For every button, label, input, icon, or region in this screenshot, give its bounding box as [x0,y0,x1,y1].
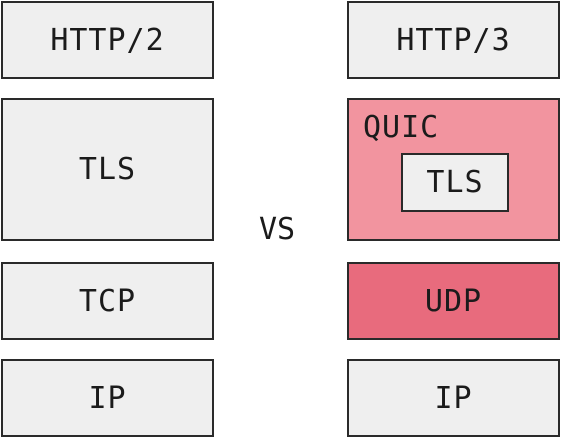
layer-tls-in-quic: TLS [401,153,509,212]
layer-ip-right: IP [347,359,560,437]
layer-ip-right-label: IP [434,380,473,416]
vs-label: VS [258,212,296,247]
layer-quic-label: QUIC [363,110,440,145]
layer-tls-left-label: TLS [78,152,137,187]
layer-tls-left: TLS [1,98,214,241]
layer-http2-label: HTTP/2 [50,22,165,58]
layer-ip-left: IP [1,359,214,437]
layer-udp-label: UDP [424,283,483,319]
layer-http2: HTTP/2 [1,1,214,79]
layer-tcp: TCP [1,262,214,340]
layer-udp: UDP [347,262,560,340]
layer-tcp-label: TCP [78,283,137,319]
layer-quic: QUIC TLS [347,98,560,241]
layer-ip-left-label: IP [88,380,127,416]
layer-http3-label: HTTP/3 [396,22,511,58]
layer-http3: HTTP/3 [347,1,560,79]
layer-tls-in-quic-label: TLS [426,165,484,200]
